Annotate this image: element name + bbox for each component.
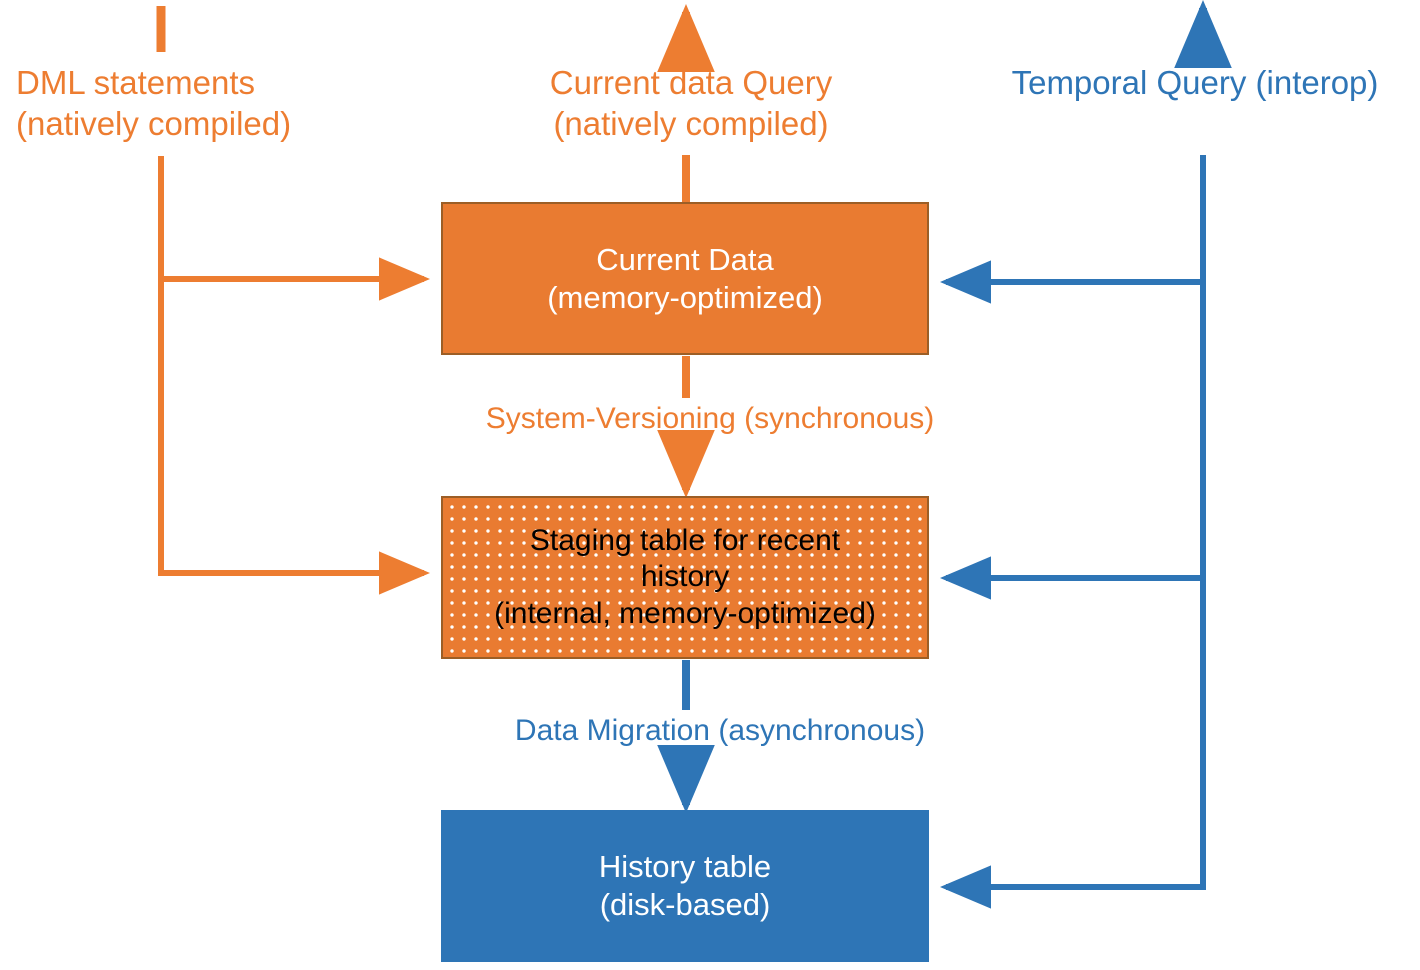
- node-history-table-label: History table (disk-based): [598, 849, 772, 922]
- node-staging-table[interactable]: Staging table for recent history (intern…: [441, 496, 929, 659]
- label-current-data-query: Current data Query (natively compiled): [549, 64, 833, 143]
- label-system-versioning: System-Versioning (synchronous): [485, 402, 935, 435]
- label-temporal-query: Temporal Query (interop): [1011, 64, 1379, 101]
- connector-dml-to-current-data: [158, 156, 430, 301]
- connector-temporal-to-current-data: [940, 155, 1206, 304]
- node-history-table[interactable]: History table (disk-based): [441, 810, 929, 962]
- connector-dml-to-staging: [158, 279, 430, 595]
- node-current-data-label: Current Data (memory-optimized): [547, 241, 823, 315]
- label-data-migration: Data Migration (asynchronous): [514, 714, 926, 747]
- node-staging-table-label: Staging table for recent history (intern…: [494, 523, 876, 630]
- label-dml-statements: DML statements (natively compiled): [16, 64, 292, 143]
- node-current-data[interactable]: Current Data (memory-optimized): [441, 202, 929, 355]
